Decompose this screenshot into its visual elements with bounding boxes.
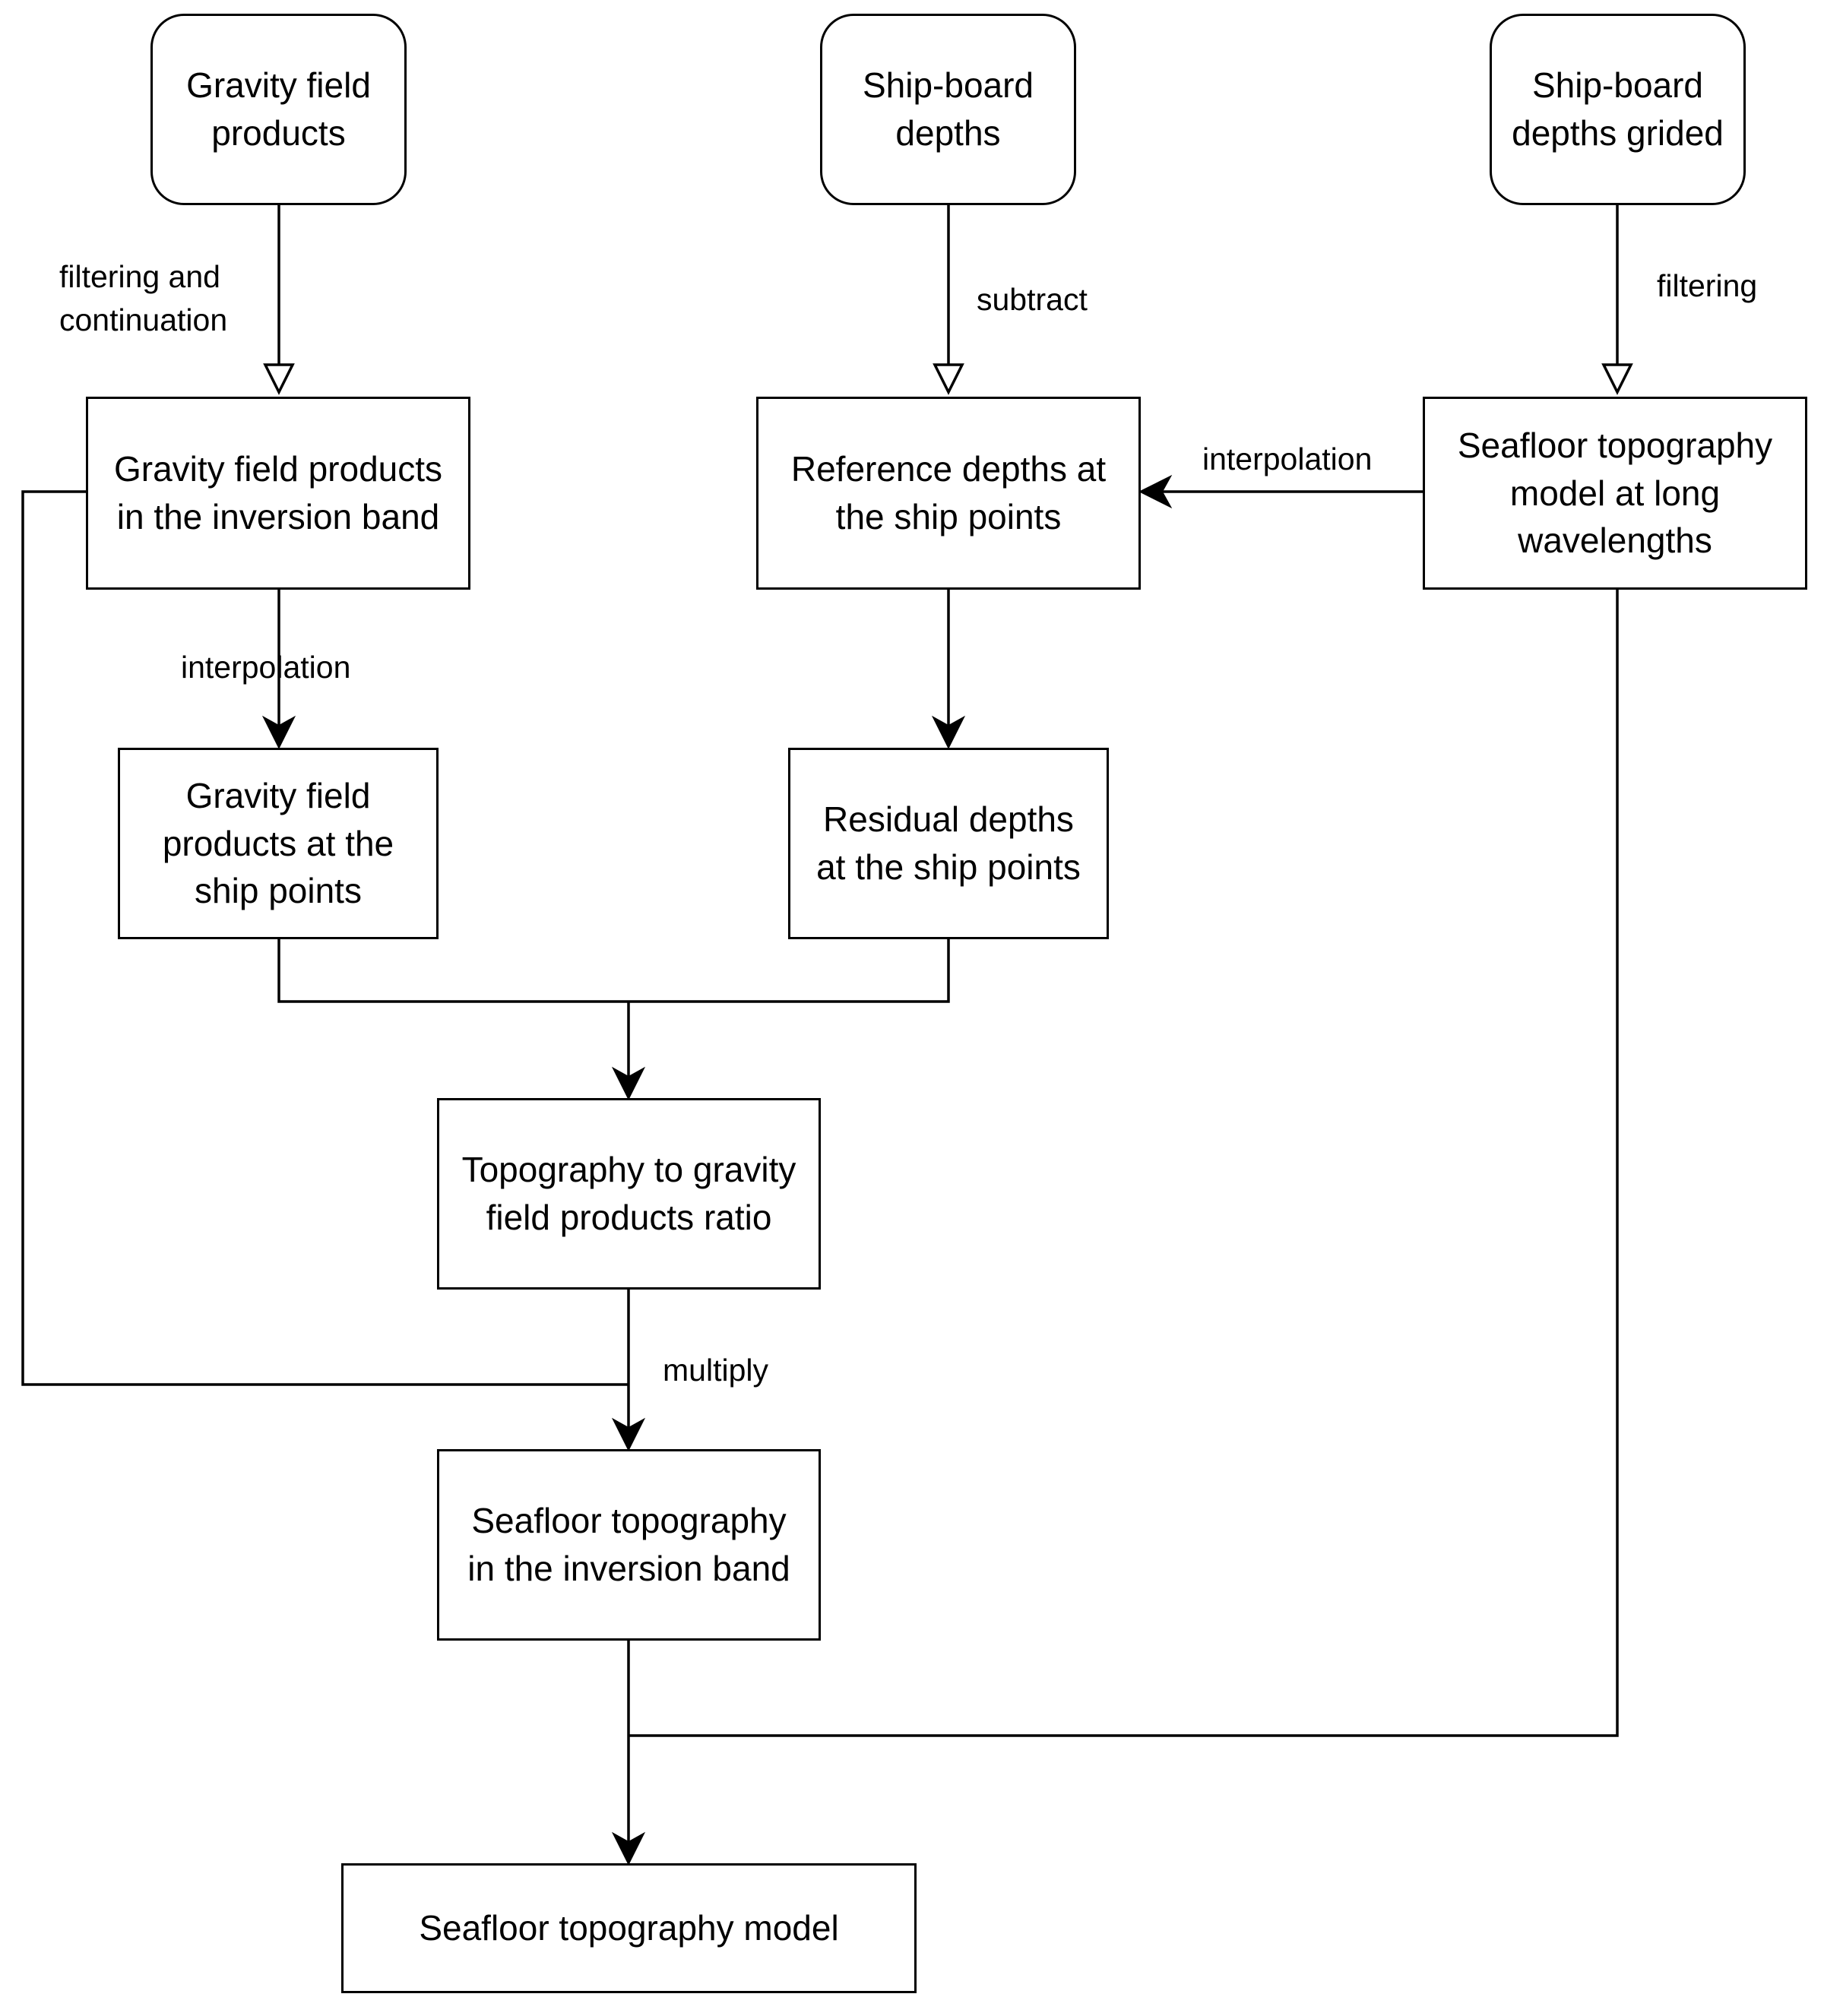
node-topography-gravity-ratio-label: Topography to gravity field products rat…	[461, 1150, 796, 1237]
node-topography-gravity-ratio: Topography to gravity field products rat…	[437, 1098, 821, 1290]
label-interpolation-right: interpolation	[1202, 441, 1373, 476]
node-seafloor-topography-model: Seafloor topography model	[341, 1863, 917, 1993]
node-gravity-field-products-label: Gravity field products	[186, 65, 371, 153]
node-gravity-ship-points: Gravity field products at the ship point…	[118, 748, 439, 939]
label-filtering-and-continuation: filtering and continuation	[59, 259, 228, 337]
node-shipboard-depths: Ship-board depths	[820, 14, 1076, 205]
node-residual-depths: Residual depths at the ship points	[788, 748, 1109, 939]
edge-inversion-band-feed	[21, 490, 629, 1386]
node-seafloor-long-wavelengths-label: Seafloor topography model at long wavele…	[1457, 426, 1773, 561]
node-shipboard-depths-grided-label: Ship-board depths grided	[1512, 65, 1724, 153]
label-filtering: filtering	[1657, 268, 1758, 303]
label-multiply: multiply	[663, 1353, 768, 1388]
edge-ship-points-and-residual-to-ratio	[277, 939, 950, 1003]
node-seafloor-long-wavelengths: Seafloor topography model at long wavele…	[1423, 397, 1807, 590]
node-gravity-field-products: Gravity field products	[150, 14, 407, 205]
node-shipboard-depths-label: Ship-board depths	[862, 65, 1034, 153]
node-seafloor-topography-model-label: Seafloor topography model	[419, 1908, 839, 1948]
node-gravity-inversion-band-label: Gravity field products in the inversion …	[113, 449, 443, 536]
node-reference-depths: Reference depths at the ship points	[756, 397, 1141, 590]
node-seafloor-inversion-band-label: Seafloor topography in the inversion ban…	[467, 1501, 790, 1588]
node-gravity-inversion-band: Gravity field products in the inversion …	[86, 397, 470, 590]
node-shipboard-depths-grided: Ship-board depths grided	[1490, 14, 1746, 205]
label-subtract: subtract	[977, 282, 1088, 317]
node-residual-depths-label: Residual depths at the ship points	[816, 799, 1081, 887]
node-gravity-ship-points-label: Gravity field products at the ship point…	[162, 776, 394, 911]
edge-long-wavelength-to-model	[629, 590, 1619, 1737]
label-interpolation-left: interpolation	[181, 650, 351, 685]
node-reference-depths-label: Reference depths at the ship points	[790, 449, 1107, 536]
node-seafloor-inversion-band: Seafloor topography in the inversion ban…	[437, 1449, 821, 1641]
